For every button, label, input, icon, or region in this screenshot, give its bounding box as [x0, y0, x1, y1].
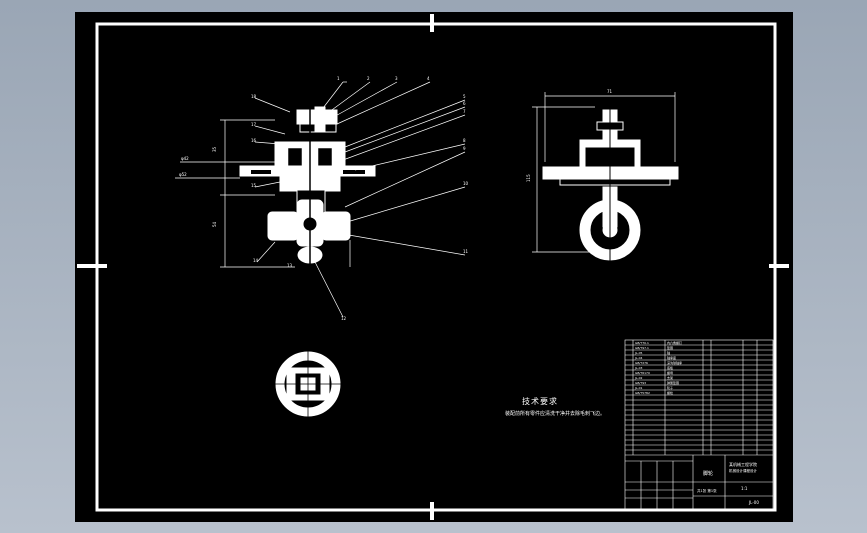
svg-text:φ42: φ42 — [181, 156, 189, 161]
svg-text:17: 17 — [251, 122, 257, 127]
svg-text:弹簧垫圈: 弹簧垫圈 — [667, 380, 679, 385]
svg-text:71: 71 — [607, 89, 613, 94]
tech-requirements-note: 装配前所有零件应清洗干净并去除毛刺飞边。 — [504, 411, 605, 417]
svg-text:内六角螺钉: 内六角螺钉 — [667, 340, 682, 345]
svg-text:8: 8 — [463, 138, 466, 143]
svg-text:垫圈: 垫圈 — [667, 345, 673, 350]
svg-text:14: 14 — [253, 258, 259, 263]
svg-text:机械设计课程设计: 机械设计课程设计 — [729, 468, 757, 473]
svg-text:螺栓: 螺栓 — [667, 390, 673, 395]
svg-text:35: 35 — [212, 146, 217, 152]
leader-lines — [175, 81, 466, 318]
svg-text:轴: 轴 — [667, 350, 670, 355]
svg-text:18: 18 — [251, 94, 257, 99]
svg-text:115: 115 — [526, 174, 531, 182]
svg-text:GB/T97.1: GB/T97.1 — [635, 346, 649, 350]
svg-text:深沟球轴承: 深沟球轴承 — [667, 360, 682, 365]
svg-text:13: 13 — [287, 263, 293, 268]
svg-text:共1张 第1张: 共1张 第1张 — [697, 488, 717, 493]
svg-text:GB/T6170: GB/T6170 — [635, 371, 650, 375]
svg-text:某机械工程学院: 某机械工程学院 — [729, 461, 757, 467]
svg-text:10: 10 — [463, 181, 469, 186]
parts-list-text: GB/T70.1 内六角螺钉 GB/T97.1 垫圈 JL-05 轴 JL-04 轴承座… — [634, 340, 682, 395]
svg-text:JL-01: JL-01 — [634, 386, 642, 390]
svg-text:15: 15 — [251, 183, 257, 188]
svg-text:脚轮: 脚轮 — [703, 470, 713, 477]
front-view — [239, 104, 376, 267]
svg-text:轴承座: 轴承座 — [667, 355, 676, 360]
svg-text:JL-03: JL-03 — [634, 366, 642, 370]
svg-text:JL-04: JL-04 — [634, 356, 642, 360]
svg-text:12: 12 — [341, 316, 347, 321]
svg-text:JL-05: JL-05 — [634, 351, 642, 355]
center-mark-left — [77, 264, 107, 268]
svg-text:GB/T93: GB/T93 — [635, 381, 646, 385]
svg-text:JL-02: JL-02 — [634, 376, 642, 380]
svg-text:6: 6 — [463, 101, 466, 106]
svg-text:7: 7 — [463, 109, 466, 114]
svg-text:4: 4 — [427, 76, 430, 81]
svg-text:GB/T5782: GB/T5782 — [635, 391, 650, 395]
svg-text:2: 2 — [367, 76, 370, 81]
svg-text:支架: 支架 — [667, 375, 673, 380]
svg-text:螺母: 螺母 — [667, 370, 673, 375]
svg-text:φ52: φ52 — [179, 172, 187, 177]
title-block — [624, 339, 774, 511]
center-mark-right — [769, 264, 789, 268]
center-mark-top — [430, 14, 434, 32]
top-view — [271, 348, 345, 420]
svg-text:16: 16 — [251, 138, 257, 143]
svg-text:GB/T70.1: GB/T70.1 — [635, 341, 649, 345]
svg-text:1:1: 1:1 — [741, 486, 748, 491]
svg-text:11: 11 — [463, 249, 469, 254]
svg-text:1: 1 — [337, 76, 340, 81]
side-view-dimensions — [532, 92, 676, 253]
svg-text:9: 9 — [463, 146, 466, 151]
svg-text:GB/T276: GB/T276 — [635, 361, 648, 365]
svg-text:轮子: 轮子 — [667, 385, 673, 390]
svg-text:JL-00: JL-00 — [748, 500, 759, 505]
svg-text:3: 3 — [395, 76, 398, 81]
svg-text:54: 54 — [212, 221, 217, 227]
svg-text:5: 5 — [463, 94, 466, 99]
svg-text:底板: 底板 — [667, 365, 673, 370]
inner-frame — [95, 22, 777, 512]
center-mark-bottom — [430, 502, 434, 520]
side-view — [542, 102, 679, 262]
tech-requirements-title: 技术要求 — [522, 397, 558, 406]
